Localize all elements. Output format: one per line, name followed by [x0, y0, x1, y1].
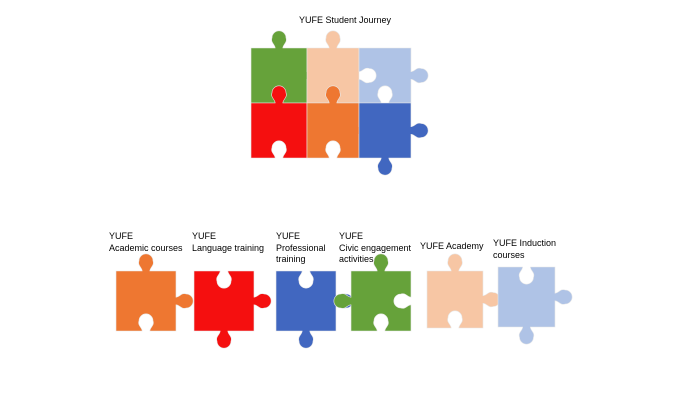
puzzle-piece-yufe-academy [426, 253, 501, 329]
puzzle-piece-language-training [193, 270, 272, 349]
label-language-training: YUFE Language training [192, 231, 265, 253]
puzzle-piece-light-blue [358, 47, 429, 104]
puzzle-piece-civic-engagement [333, 253, 412, 332]
puzzle-piece-blue [358, 102, 429, 176]
puzzle-piece-professional-training [275, 270, 354, 349]
puzzle-piece-academic-courses [115, 253, 194, 332]
puzzle-piece-peach [306, 30, 360, 104]
label-academic-courses: YUFE Academic courses [109, 231, 183, 253]
label-professional-training: YUFE Professional training [276, 231, 326, 264]
diagram-title: YUFE Student Journey [298, 15, 392, 25]
label-yufe-academy: YUFE Academy [420, 241, 484, 251]
puzzle-piece-induction-courses [497, 266, 573, 345]
label-civic-engagement: YUFE Civic engagement activities [339, 231, 412, 264]
label-induction-courses: YUFE Induction courses [493, 238, 557, 260]
